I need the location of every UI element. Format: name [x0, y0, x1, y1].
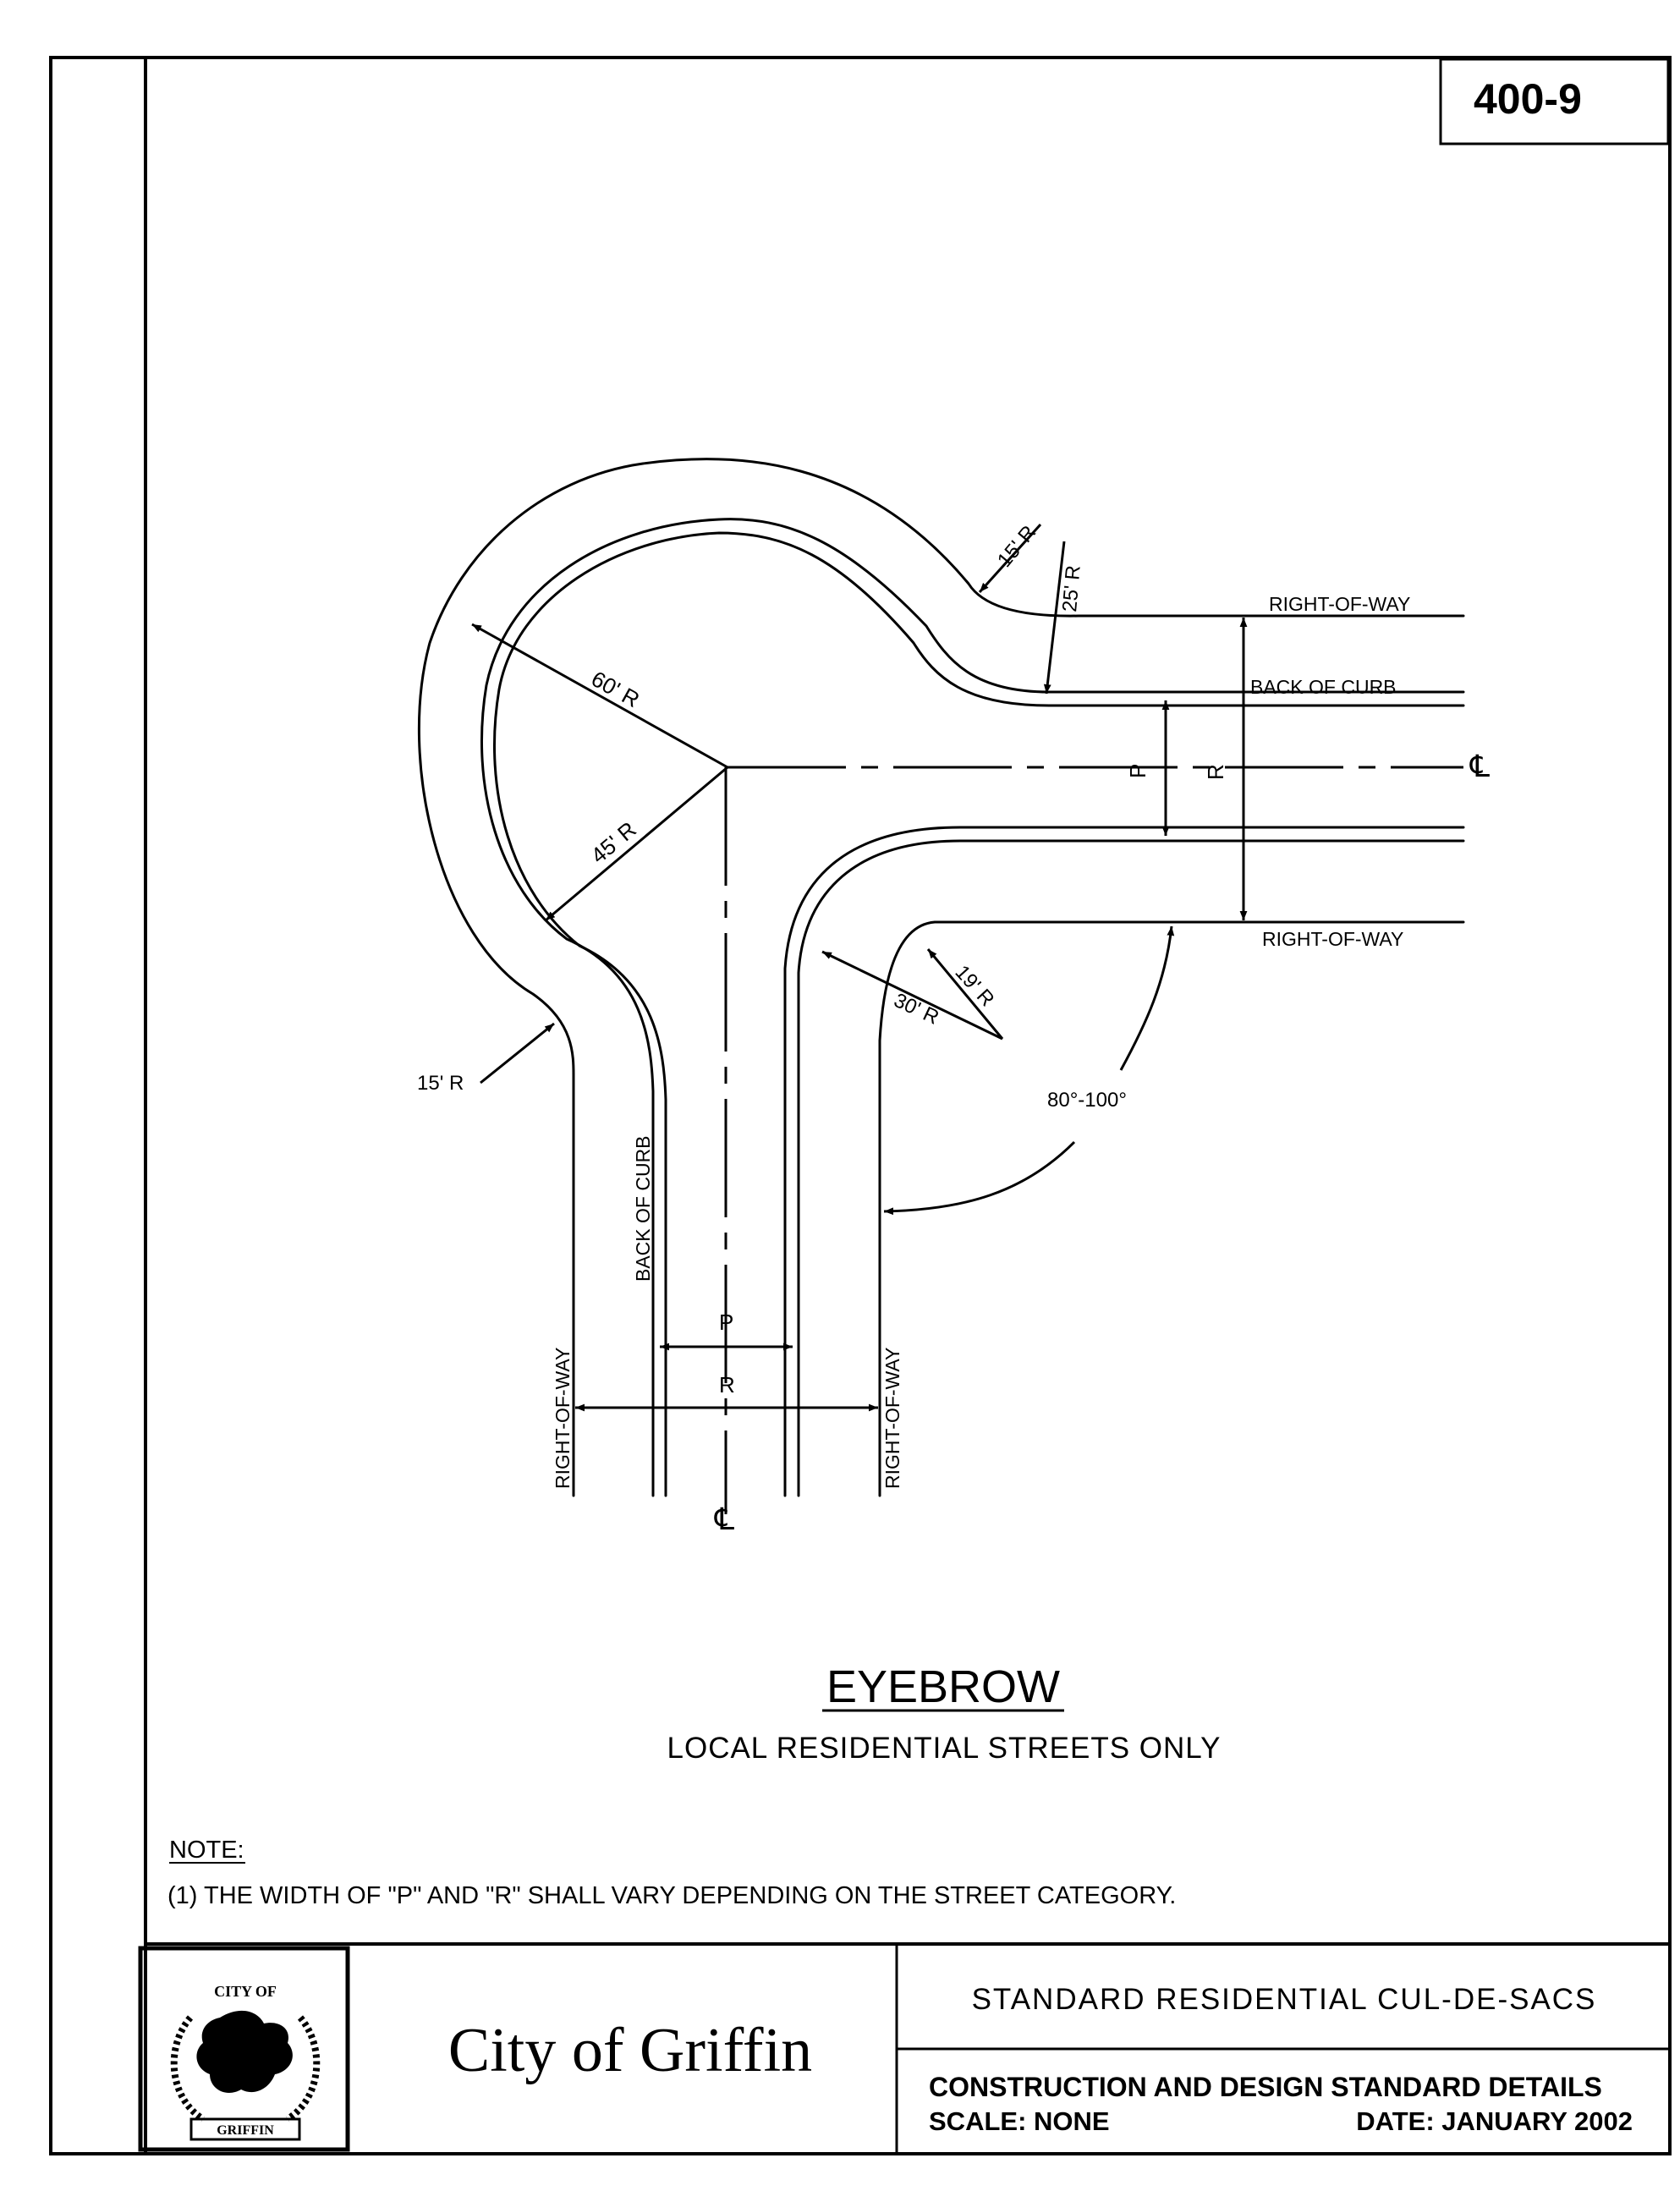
angle-label: 80°-100° [1047, 1089, 1127, 1112]
centerline-horizontal-label: ℄ [1469, 749, 1490, 783]
radius-15-top-label: 15' R [993, 521, 1040, 572]
right-of-way-inner-line [878, 920, 1465, 1497]
drawing-title: STANDARD RESIDENTIAL CUL-DE-SACS [972, 1983, 1597, 2016]
back-of-curb-line [480, 518, 1465, 1497]
radius-15-left-label: 15' R [417, 1072, 464, 1095]
series-title: CONSTRUCTION AND DESIGN STANDARD DETAILS [929, 2072, 1602, 2102]
agency-name: City of Griffin [448, 2016, 812, 2085]
right-of-way-top-label: RIGHT-OF-WAY [1269, 593, 1410, 615]
date-text: DATE: JANUARY 2002 [1356, 2106, 1633, 2136]
right-of-way-right-label: RIGHT-OF-WAY [881, 1348, 903, 1489]
back-of-curb-inner-line [783, 826, 1465, 1497]
radius-45-label: 45' R [586, 816, 641, 868]
eyebrow-subtitle: LOCAL RESIDENTIAL STREETS ONLY [667, 1732, 1222, 1765]
city-seal-logo: CITY OF GRIFFIN [170, 1983, 321, 2141]
scale-text: SCALE: NONE [929, 2106, 1110, 2136]
radius-25-label: 25' R [1058, 564, 1085, 612]
dimension-lines [480, 523, 1248, 1412]
sheet-number-box: 400-9 [1439, 58, 1670, 146]
eyebrow-title: EYEBROW [826, 1661, 1060, 1712]
p-label-vertical: P [719, 1310, 733, 1335]
right-of-way-line [417, 458, 1465, 1497]
logo-bottom-text: GRIFFIN [217, 2123, 274, 2138]
p-label-horizontal: P [1125, 764, 1150, 778]
right-of-way-left-label: RIGHT-OF-WAY [552, 1348, 574, 1489]
back-of-curb-top-label: BACK OF CURB [1250, 676, 1397, 698]
note-heading: NOTE: [169, 1837, 244, 1864]
notes: NOTE: (1) THE WIDTH OF "P" AND "R" SHALL… [167, 1837, 1176, 1909]
centerlines [471, 623, 1463, 1514]
centerline-vertical-label: ℄ [714, 1502, 734, 1536]
plan-labels: RIGHT-OF-WAY BACK OF CURB RIGHT-OF-WAY ℄… [417, 521, 1490, 1536]
note-item: (1) THE WIDTH OF "P" AND "R" SHALL VARY … [167, 1882, 1176, 1909]
detail-title: EYEBROW LOCAL RESIDENTIAL STREETS ONLY [667, 1661, 1222, 1765]
r-label-vertical: R [719, 1372, 735, 1398]
radius-30-label: 30' R [890, 989, 942, 1030]
cul-de-sac-plan [417, 458, 1465, 1497]
sheet-number: 400-9 [1474, 75, 1582, 123]
title-block: CITY OF GRIFFIN City of Griffin STANDARD… [138, 1942, 1668, 2154]
back-of-curb-left-label: BACK OF CURB [632, 1135, 654, 1282]
logo-top-text: CITY OF [214, 1983, 277, 2000]
sheet-border [49, 56, 1672, 2155]
r-label-horizontal: R [1203, 764, 1228, 780]
griffin-emblem-icon [196, 2010, 293, 2093]
right-of-way-bottom-label: RIGHT-OF-WAY [1262, 928, 1403, 950]
